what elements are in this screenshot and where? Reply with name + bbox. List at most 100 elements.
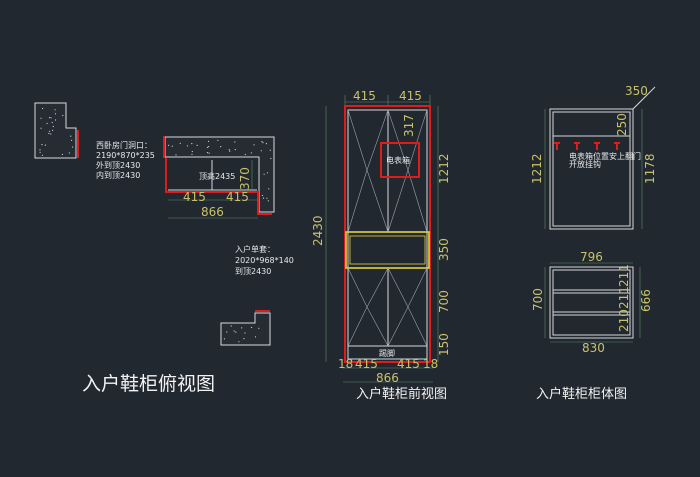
west-opening-label: 西卧房门洞口： [96,140,152,150]
body-note-line1: 电表箱位置安上翻门 [569,151,641,161]
hook-4 [614,142,620,150]
speckle [266,197,268,199]
speckle [265,143,267,145]
speckle [208,152,210,154]
west-opening-inner: 内到顶2430 [96,170,140,180]
speckle [54,113,57,115]
speckle [44,144,47,146]
plinth-label: 踢脚 [379,348,395,358]
speckle [266,172,269,174]
speckle [238,341,240,343]
plan-view: 415 415 866 370 顶高2435 西卧房门洞口： 2190*870*… [34,102,294,395]
speckle [233,330,235,332]
upper-cabinet-outer [549,108,634,230]
speckle [226,331,228,333]
speckle [262,197,265,199]
wall-block-bottom [220,312,271,346]
speckle [49,117,51,119]
speckle [62,114,64,117]
speckle [39,149,41,151]
hook-2 [574,142,580,150]
plan-dim-866: 866 [201,205,224,219]
plan-dim-370: 370 [238,167,252,190]
leader-350 [632,86,656,110]
coat-hooks [554,142,620,150]
front-title: 入户鞋柜前视图 [356,386,447,402]
speckle [70,135,72,137]
body-view: 电表箱位置安上翻门 开放挂钩 350 250 1212 1178 796 700… [530,84,657,402]
lower-right-door-swing-b [387,267,409,347]
speckle [261,194,263,197]
speckle [262,142,264,144]
speckle [228,149,230,151]
body-dim-211-mid: 211 [617,286,631,309]
west-opening-dims: 2190*870*235 [96,151,155,160]
body-dim-211-top: 211 [617,264,631,287]
plan-dim-415-right: 415 [226,190,249,204]
speckle [48,132,50,135]
front-dim-415-bottom-left: 415 [355,357,378,371]
west-opening-outer: 外到顶2430 [96,160,140,170]
body-dim-210: 210 [617,309,631,332]
lower-cabinet-inner [552,269,631,336]
body-title: 入户鞋柜柜体图 [536,386,627,402]
speckle [234,141,236,143]
front-dim-415-bottom-right: 415 [397,357,420,371]
hook-1 [554,142,560,150]
front-cabinet-frame [344,105,431,363]
speckle [267,200,269,202]
speckle [191,153,193,155]
speckle [50,117,52,119]
upper-cabinet-inner [552,111,631,227]
speckle [230,325,232,327]
speckle [191,150,193,153]
speckle [54,109,56,111]
speckle [261,140,263,143]
lower-cabinet-outer [549,266,634,339]
speckle [207,140,210,142]
front-dim-18-left: 18 [338,357,353,371]
upper-left-door-swing [347,109,368,233]
speckle [46,122,48,125]
speckle [179,142,181,144]
speckle [244,153,246,156]
speckle [206,146,208,148]
front-dim-415-left: 415 [353,89,376,103]
speckle [258,327,260,329]
speckle [41,144,43,146]
speckle [260,150,262,152]
speckle [40,117,42,119]
front-dim-415-right: 415 [399,89,422,103]
speckle [254,336,257,338]
lower-left-door-swing-b [366,267,389,347]
hook-3 [594,142,600,150]
plan-dim-415-left: 415 [183,190,206,204]
body-dim-250: 250 [615,113,629,136]
speckle [263,173,265,175]
front-dim-150: 150 [437,333,451,356]
front-dim-1212: 1212 [437,153,451,184]
speckle [54,119,57,121]
speckle [61,153,64,156]
speckle [50,133,52,135]
body-dim-1178: 1178 [643,153,657,184]
body-dim-700: 700 [531,288,545,311]
entry-door-top: 到顶2430 [235,267,271,276]
plinth [347,345,428,360]
speckle [168,144,170,146]
speckle [269,149,271,151]
speckle [171,145,173,147]
speckle [244,332,246,334]
body-dim-350: 350 [625,84,648,98]
speckle [39,151,41,153]
upper-left-door-swing-b [366,109,389,233]
speckle [40,127,42,129]
speckle [48,130,51,132]
ceiling-height-note: 顶高2435 [199,171,235,181]
open-shelf-yellow [345,231,430,269]
speckle [175,154,177,156]
speckle [243,338,245,340]
speckle [235,331,237,333]
